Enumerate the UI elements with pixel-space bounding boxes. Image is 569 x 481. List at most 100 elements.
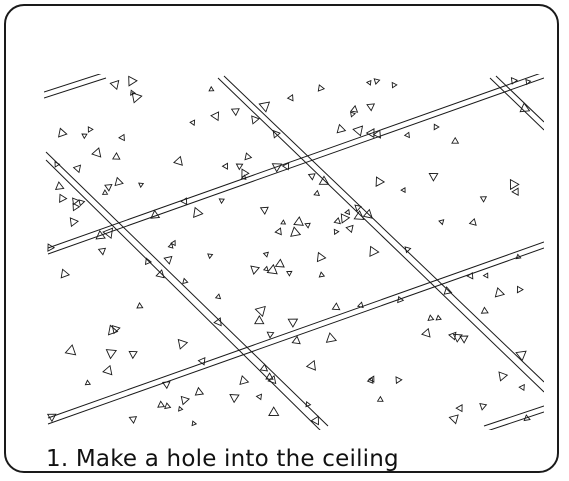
speckle-mark xyxy=(523,414,531,422)
speckle-mark xyxy=(95,230,106,240)
speckle-mark xyxy=(304,222,311,229)
speckle-mark xyxy=(72,164,82,174)
speckle-mark xyxy=(438,219,445,226)
speckle-mark xyxy=(173,155,183,166)
speckle-mark xyxy=(356,301,364,309)
speckle-mark xyxy=(366,103,376,112)
speckle-mark xyxy=(515,350,527,362)
speckle-mark xyxy=(102,227,114,240)
speckle-mark xyxy=(448,414,459,425)
speckle-mark xyxy=(494,287,506,298)
speckle-mark xyxy=(365,79,372,86)
speckle-mark xyxy=(163,255,173,265)
speckle-mark xyxy=(333,217,341,225)
speckle-mark xyxy=(479,196,488,203)
ceiling-grid-illustration xyxy=(44,74,544,430)
speckle-mark xyxy=(197,356,206,366)
speckle-mark xyxy=(72,197,80,206)
speckle-mark xyxy=(451,136,460,144)
speckle-mark xyxy=(84,379,92,386)
speckle-mark xyxy=(515,253,522,260)
speckle-mark xyxy=(293,216,304,226)
speckle-mark xyxy=(144,257,153,266)
speckle-mark xyxy=(262,265,269,272)
speckle-mark xyxy=(169,239,176,247)
speckle-mark xyxy=(274,227,282,236)
speckle-mark xyxy=(375,176,386,187)
speckle-mark xyxy=(130,89,137,96)
speckle-mark xyxy=(155,269,165,279)
speckle-mark xyxy=(468,217,477,226)
speckle-mark xyxy=(235,163,244,171)
speckle-mark xyxy=(318,271,326,278)
speckle-mark xyxy=(46,413,57,423)
speckle-mark xyxy=(72,202,81,212)
speckle-mark xyxy=(510,76,519,85)
speckle-mark xyxy=(459,335,469,344)
speckle-mark xyxy=(286,270,293,277)
speckle-mark xyxy=(178,405,184,412)
speckle-mark xyxy=(391,81,398,89)
speckle-mark xyxy=(291,335,301,345)
speckle-mark xyxy=(400,187,406,194)
speckle-mark xyxy=(519,102,531,113)
speckle-mark xyxy=(164,402,172,410)
speckle-mark xyxy=(344,208,351,216)
speckle-mark xyxy=(268,406,280,416)
speckle-mark xyxy=(466,272,474,280)
speckle-mark xyxy=(239,375,250,386)
speckle-mark xyxy=(452,333,463,343)
speckle-mark xyxy=(316,251,327,263)
speckle-mark xyxy=(287,318,299,328)
speckle-mark xyxy=(435,314,442,321)
speckle-mark xyxy=(516,285,524,294)
speckle-mark xyxy=(177,338,189,350)
speckle-mark xyxy=(254,305,266,318)
speckle-mark xyxy=(105,349,118,360)
speckle-mark xyxy=(259,206,269,216)
speckle-mark xyxy=(421,327,431,338)
speckle-mark xyxy=(78,199,86,207)
ceiling-rail-middle xyxy=(47,74,544,255)
speckle-mark xyxy=(369,245,380,258)
speckle-mark xyxy=(281,162,290,171)
speckle-mark xyxy=(317,84,326,92)
speckle-mark xyxy=(218,198,225,205)
speckle-mark xyxy=(221,162,228,170)
speckle-mark xyxy=(265,372,274,380)
speckle-mark xyxy=(376,395,384,402)
speckle-mark xyxy=(112,151,121,160)
speckle-mark xyxy=(307,173,316,181)
speckle-mark xyxy=(97,247,107,256)
speckle-mark xyxy=(479,403,488,411)
speckle-mark xyxy=(101,189,109,195)
speckle-mark xyxy=(267,374,277,385)
speckle-mark xyxy=(498,371,509,382)
speckle-mark xyxy=(274,258,285,268)
speckle-mark xyxy=(259,363,269,372)
speckle-mark xyxy=(511,187,519,196)
speckle-mark xyxy=(482,272,489,279)
speckle-mark xyxy=(207,253,214,260)
ceiling-rail-upper xyxy=(44,74,107,99)
speckle-mark xyxy=(157,400,166,408)
speckle-mark xyxy=(427,314,435,321)
speckle-mark xyxy=(111,325,121,335)
speckle-mark xyxy=(230,108,240,117)
speckle-mark xyxy=(118,133,125,142)
speckle-mark xyxy=(244,152,253,161)
speckle-mark xyxy=(131,92,143,104)
speckle-mark xyxy=(128,75,138,87)
speckle-mark xyxy=(87,126,94,133)
speckle-mark xyxy=(373,78,381,85)
speckle-mark xyxy=(433,123,440,131)
speckle-mark xyxy=(310,415,319,426)
speckle-mark xyxy=(255,393,263,401)
speckle-mark xyxy=(397,295,405,304)
speckle-mark xyxy=(191,420,198,427)
speckle-mark xyxy=(340,213,351,224)
step-caption: 1. Make a hole into the ceiling xyxy=(46,446,399,472)
speckle-mark xyxy=(81,133,88,140)
speckle-mark xyxy=(262,251,269,258)
speckle-mark xyxy=(345,224,354,234)
